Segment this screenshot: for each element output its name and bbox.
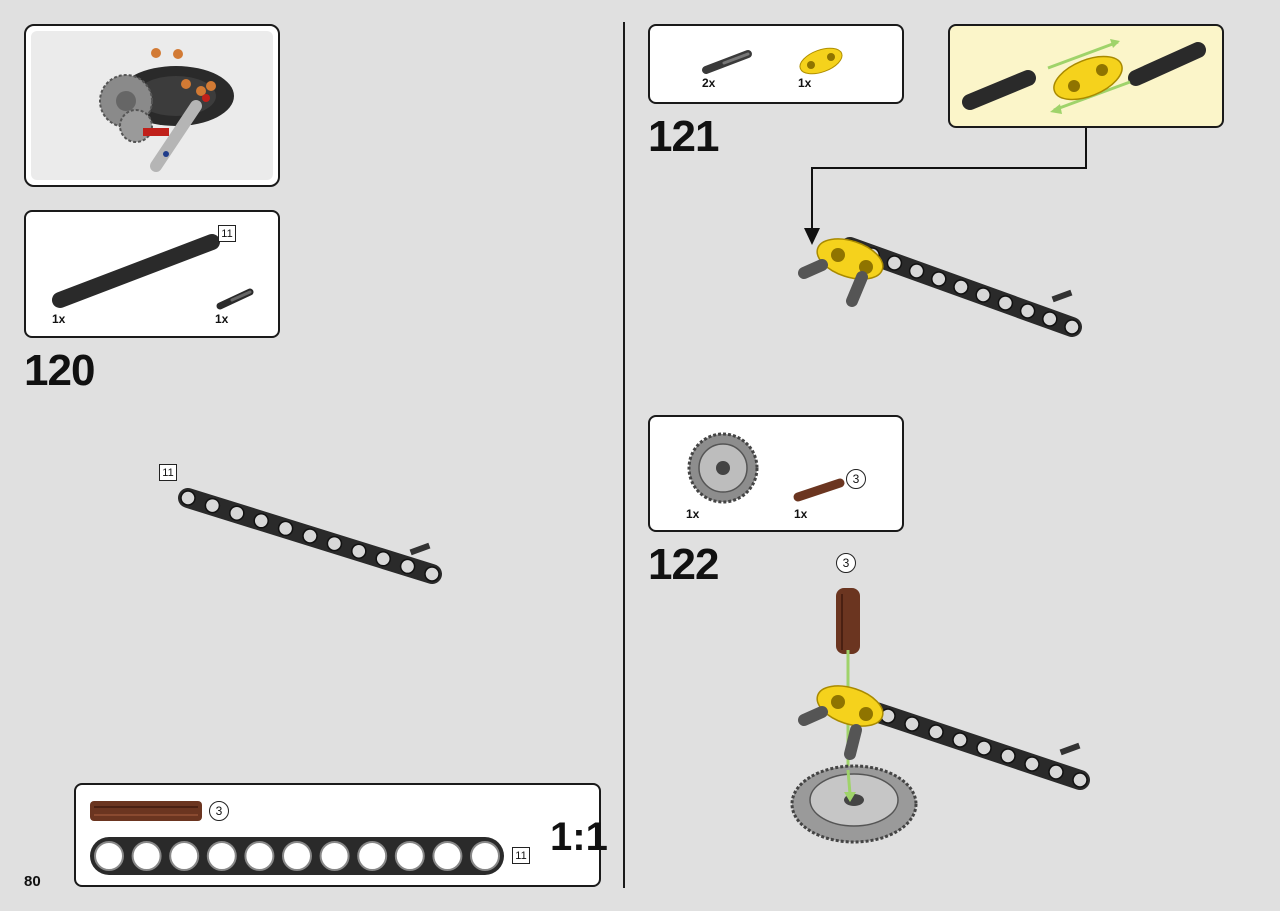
beam-quantity: 1x	[52, 312, 66, 326]
beam-hole	[253, 513, 269, 529]
scale-label: 1:1	[550, 815, 608, 859]
step-122-parts-panel: 3 1x 1x	[648, 415, 904, 532]
beam-hole	[953, 279, 969, 295]
brown-axle-length-badge: 3	[846, 469, 866, 489]
connector-quantity: 1x	[798, 76, 812, 90]
beam-hole	[326, 535, 343, 552]
subassembly-diagram	[962, 39, 1206, 114]
step-121-subassembly-callout	[948, 24, 1224, 128]
scale-beam-hole	[94, 841, 124, 871]
beam-hole	[976, 740, 992, 756]
beam-hole	[277, 520, 294, 537]
axle-pin-quantity: 1x	[215, 312, 229, 326]
assembly-preview-panel	[24, 24, 280, 187]
beam-hole	[997, 295, 1014, 311]
beam-hole	[931, 271, 947, 287]
scale-reference-panel: 3 11 1:1	[74, 783, 608, 887]
step-120-beam-length-badge: 11	[159, 464, 177, 481]
beam-hole	[1072, 772, 1088, 788]
axle-pin-icon	[216, 288, 254, 310]
beam-hole	[375, 551, 391, 567]
step-121-number: 121	[648, 112, 719, 161]
scale-beam-hole	[206, 841, 237, 871]
beam-hole	[1000, 748, 1016, 764]
scale-beam-hole	[131, 841, 162, 871]
step-121-parts-panel: 2x 1x	[648, 24, 904, 104]
scale-beam-hole	[319, 841, 350, 871]
beam-hole	[351, 543, 367, 559]
beam-hole	[424, 566, 440, 582]
scale-beam-hole	[169, 841, 200, 871]
beam-hole	[952, 732, 968, 748]
beam-hole	[399, 558, 416, 575]
beam-hole	[908, 263, 925, 279]
assembly-preview-image	[99, 48, 234, 172]
scale-beam-hole	[244, 841, 275, 871]
beam-hole	[1048, 764, 1064, 780]
beam-hole	[975, 287, 991, 303]
step-120-number: 120	[24, 346, 95, 395]
scale-beam-hole	[357, 841, 388, 871]
step-120-parts-panel: 11 1x 1x	[24, 210, 280, 338]
axle-pin-icon	[702, 50, 752, 74]
beam-hole	[1042, 311, 1058, 327]
scale-beam-length-badge: 11	[512, 847, 530, 864]
scale-beam-hole	[470, 841, 500, 871]
beam-hole	[928, 724, 944, 740]
brown-axle-quantity: 1x	[794, 507, 808, 521]
scale-beam-hole	[394, 841, 425, 871]
beam-hole	[1024, 756, 1040, 772]
step-122-assembly-model	[790, 588, 1090, 844]
gear-36-icon	[687, 432, 759, 504]
scale-beam-hole	[282, 841, 312, 871]
beam-11-icon	[52, 234, 220, 308]
step-122-number: 122	[648, 540, 719, 589]
page-divider	[623, 22, 625, 888]
step-121-beam-model	[798, 237, 1082, 337]
brown-axle-3-icon	[90, 801, 202, 821]
yellow-connector-icon	[799, 47, 843, 75]
scale-axle-length-badge: 3	[209, 801, 229, 821]
beam-hole	[204, 497, 221, 514]
beam-hole	[904, 716, 920, 732]
beam-hole	[180, 490, 196, 506]
beam-length-badge: 11	[218, 225, 236, 242]
beam-hole	[886, 255, 903, 271]
beam-11-scale-icon	[90, 837, 504, 875]
step-120-beam-model	[178, 488, 442, 584]
beam-hole	[1064, 319, 1080, 335]
gear-quantity: 1x	[686, 507, 700, 521]
beam-hole	[1019, 303, 1036, 319]
beam-hole	[229, 505, 245, 521]
scale-beam-hole	[432, 841, 463, 871]
axle-pin-quantity: 2x	[702, 76, 716, 90]
beam-hole	[302, 528, 318, 544]
brown-axle-3-icon	[793, 478, 845, 502]
page-number: 80	[24, 873, 41, 890]
step-122-axle-length-badge: 3	[836, 553, 856, 573]
